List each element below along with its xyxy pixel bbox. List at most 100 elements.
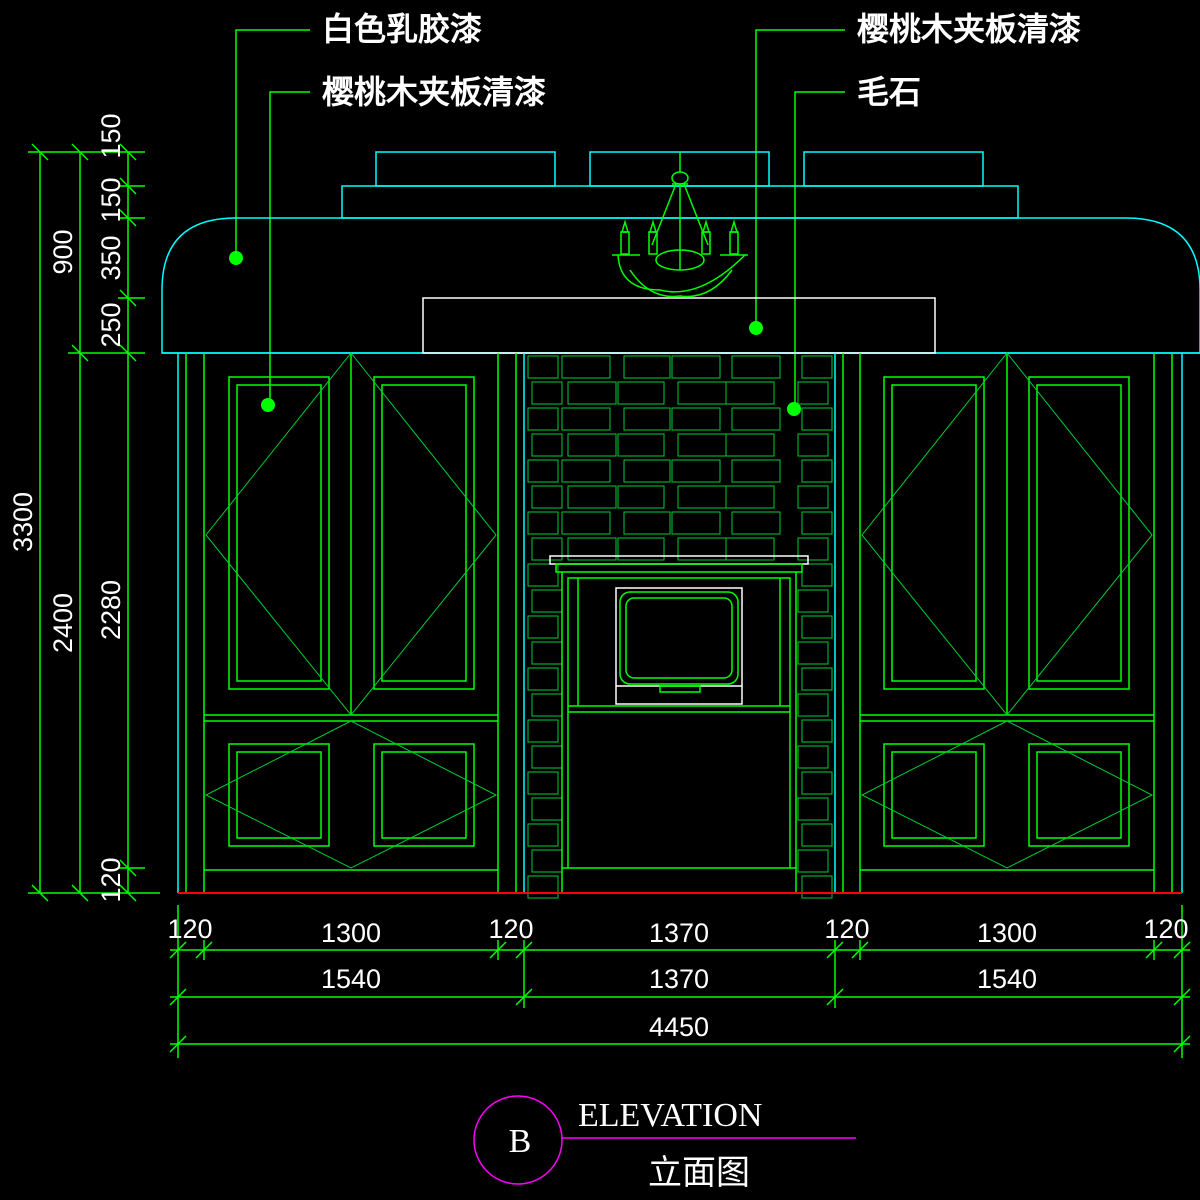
dim-150-top: 150 (96, 113, 126, 158)
stone-block (677, 433, 727, 457)
callout-leaders (229, 29, 845, 416)
stone-block (801, 875, 833, 899)
stone-block (561, 355, 611, 379)
stone-block (617, 537, 665, 561)
title-elevation-cn: 立面图 (648, 1153, 750, 1193)
dim-b1-1370: 1370 (649, 918, 709, 948)
wall-panels (177, 352, 1183, 893)
dim-2280: 2280 (96, 580, 126, 640)
stone-block (531, 433, 563, 457)
dim-total-height: 3300 (8, 492, 38, 552)
stone-block (725, 537, 775, 561)
stone-block (531, 485, 563, 509)
stone-block (677, 485, 727, 509)
dimension-lines-left (28, 143, 160, 902)
stone-block (797, 849, 829, 873)
dim-b1-120b: 120 (488, 914, 533, 944)
stone-block (561, 511, 611, 535)
dim-total-width: 4450 (649, 1012, 709, 1042)
dim-120-base: 120 (96, 857, 126, 902)
dim-b2-1540b: 1540 (977, 964, 1037, 994)
stone-block (527, 355, 559, 379)
stone-block (617, 433, 665, 457)
tv-icon (615, 587, 743, 705)
stone-block (797, 537, 829, 561)
stone-block (531, 381, 563, 405)
dim-2400: 2400 (48, 593, 78, 653)
stone-block (801, 407, 833, 431)
stone-block (527, 719, 559, 743)
dim-b1-1300b: 1300 (977, 918, 1037, 948)
stone-block (567, 381, 617, 405)
title-marker (473, 1095, 856, 1185)
callout-white-latex: 白色乳胶漆 (322, 10, 482, 48)
dim-150: 150 (96, 177, 126, 222)
stone-block (527, 615, 559, 639)
stone-block (623, 511, 671, 535)
stone-block (801, 511, 833, 535)
stone-block (531, 537, 563, 561)
stone-block (731, 511, 781, 535)
stone-block (561, 407, 611, 431)
stone-block (725, 485, 775, 509)
stone-block (801, 719, 833, 743)
stone-block (801, 615, 833, 639)
callout-rubble-stone: 毛石 (857, 73, 921, 111)
stone-block (671, 511, 721, 535)
stone-block (801, 771, 833, 795)
stone-block (527, 771, 559, 795)
title-elevation: ELEVATION (578, 1097, 762, 1134)
stone-block (731, 407, 781, 431)
dimension-lines-bottom (169, 905, 1191, 1058)
dim-250: 250 (96, 302, 126, 347)
stone-block (797, 433, 829, 457)
stone-block (797, 797, 829, 821)
stone-block (527, 667, 559, 691)
stone-block (797, 745, 829, 769)
title-marker-letter: B (509, 1123, 532, 1160)
stone-block (797, 485, 829, 509)
dim-b1-120a: 120 (167, 914, 212, 944)
stone-block (797, 693, 829, 717)
stone-block (797, 641, 829, 665)
stone-block (671, 459, 721, 483)
dim-900: 900 (48, 229, 78, 274)
stone-block (527, 875, 559, 899)
callout-cherry-left: 樱桃木夹板清漆 (322, 73, 546, 111)
dim-b1-1300a: 1300 (321, 918, 381, 948)
dim-b2-1540a: 1540 (321, 964, 381, 994)
stone-block (567, 537, 617, 561)
stone-block (797, 381, 829, 405)
chandelier-icon (612, 152, 748, 298)
stone-block (531, 849, 563, 873)
stone-block (527, 823, 559, 847)
tv-cabinet (549, 555, 809, 893)
stone-block (671, 355, 721, 379)
dim-b1-120c: 120 (824, 914, 869, 944)
stone-block (531, 641, 563, 665)
stone-wall (527, 355, 833, 899)
stone-block (531, 693, 563, 717)
stone-block (531, 745, 563, 769)
stone-block (801, 355, 833, 379)
stone-block (567, 433, 617, 457)
stone-block (801, 667, 833, 691)
stone-block (725, 381, 775, 405)
stone-block (531, 797, 563, 821)
stone-block (527, 511, 559, 535)
stone-block (617, 381, 665, 405)
dim-b2-1370: 1370 (649, 964, 709, 994)
stone-block (527, 563, 559, 587)
stone-block (725, 433, 775, 457)
stone-block (671, 407, 721, 431)
ceiling-cornice (161, 151, 1200, 354)
stone-block (561, 459, 611, 483)
stone-block (623, 407, 671, 431)
stone-block (527, 459, 559, 483)
stone-block (531, 589, 563, 613)
stone-block (617, 485, 665, 509)
callout-cherry-top: 樱桃木夹板清漆 (857, 10, 1081, 48)
stone-block (731, 459, 781, 483)
stone-block (801, 823, 833, 847)
